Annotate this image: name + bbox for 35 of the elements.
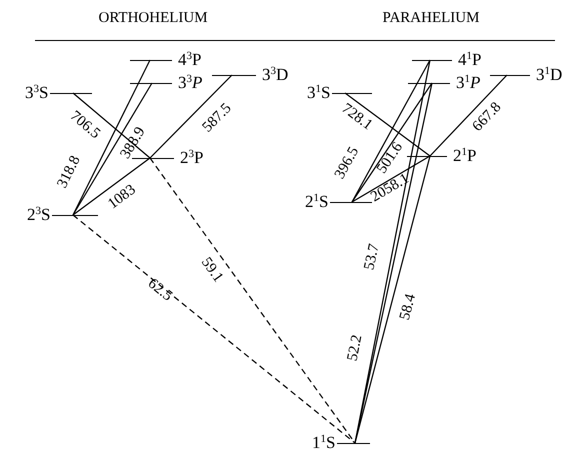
edge-label: 396.5 (332, 144, 362, 182)
transition-line (72, 60, 151, 216)
edge-label: 58.4 (396, 292, 420, 322)
edge-label: 318.8 (54, 153, 84, 191)
level-label: 2$^{1}$P (453, 146, 476, 166)
level-label: 4$^{1}$P (458, 50, 482, 70)
level-label: 3$^{1}$P (456, 73, 480, 93)
level-label: 3$^{3}$S (25, 83, 48, 103)
transition-line (150, 74, 232, 158)
transition-line (344, 92, 430, 156)
transition-line (72, 82, 153, 216)
level-label: 1$^{1}$S (312, 433, 336, 453)
column-heading: PARAHELIUM (382, 10, 480, 27)
level-label: 3$^{1}$D (536, 65, 562, 85)
column-heading: ORTHOHELIUM (98, 10, 208, 27)
level-label: 2$^{3}$S (27, 205, 50, 225)
edge-label: 52.2 (344, 334, 366, 362)
level-label: 3$^{1}$S (307, 83, 330, 103)
edge-label: 1083 (105, 182, 139, 212)
transition-line (72, 158, 150, 216)
transition-line (352, 82, 432, 202)
edge-label: 62.5 (144, 276, 176, 304)
level-label: 2$^{3}$P (180, 148, 204, 168)
level-label: 4$^{3}$P (178, 50, 202, 70)
edge-label: 59.1 (198, 254, 226, 286)
transition-line (354, 156, 431, 444)
transition-line (430, 74, 508, 156)
transition-line (351, 60, 431, 202)
transition-line (352, 155, 430, 203)
level-label: 3$^{3}$P (178, 73, 202, 93)
level-label: 3$^{3}$D (262, 65, 288, 85)
level-label: 2$^{1}$S (305, 192, 328, 212)
transition-line (72, 92, 150, 158)
dashed-transition-line (72, 214, 356, 444)
edge-label: 53.7 (361, 242, 383, 272)
